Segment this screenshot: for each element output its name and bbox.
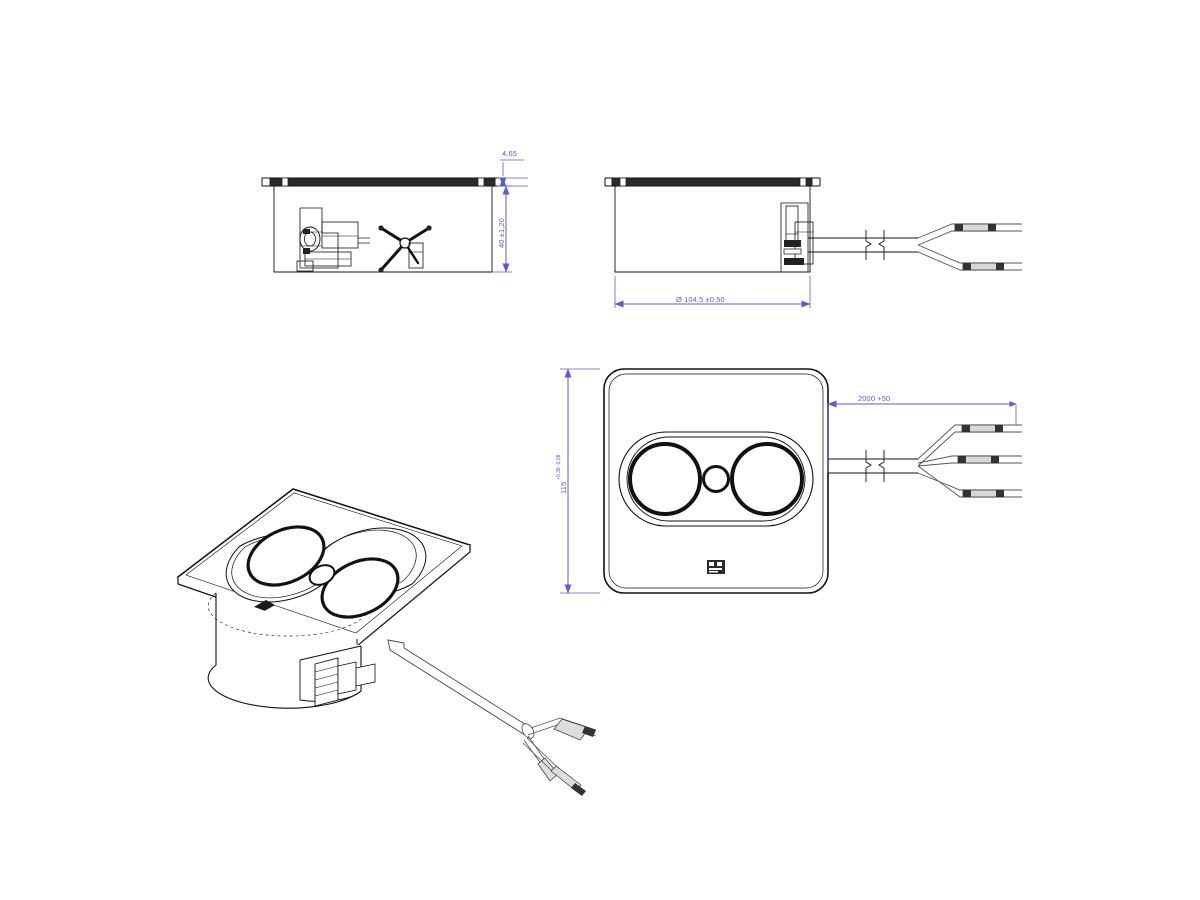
dim-plate-width-label: 115 (559, 482, 568, 494)
dimension-cable-length: 2000 +50 (827, 394, 1017, 425)
spring-clamp-element (378, 225, 432, 273)
manufacturer-logo-badge (707, 560, 725, 574)
internal-mechanism-right (780, 202, 814, 273)
dimension-body-depth: 40 ±1,20 (492, 185, 512, 273)
section-view-right (604, 177, 821, 273)
dim-cutout-diameter-label: Ø 104,5 ±0,50 (676, 295, 725, 304)
isometric-view (176, 488, 597, 796)
cable-three-wire (827, 404, 1022, 498)
internal-mechanism-left (296, 207, 370, 272)
dim-body-depth-label: 40 ±1,20 (497, 218, 506, 248)
dimension-plate-thickness: 4,65 (497, 149, 528, 187)
iso-faceplate (176, 488, 472, 647)
dim-plate-width-tol-upper: +0,38 (556, 467, 562, 480)
front-view (603, 368, 829, 594)
iso-body (207, 592, 376, 709)
iso-cable (387, 639, 597, 796)
cable-break-symbol-front (865, 450, 885, 482)
dimension-cutout-diameter: Ø 104,5 ±0,50 (614, 276, 811, 308)
dim-plate-thickness-label: 4,65 (502, 149, 517, 158)
section-view-left (261, 177, 504, 273)
iso-connector-block (314, 657, 376, 707)
cable-break-symbol (865, 230, 885, 260)
cable-two-wire (808, 223, 1022, 271)
dim-plate-width-tol-lower: -0,08 (556, 454, 562, 466)
port-assembly (618, 431, 814, 527)
dimension-plate-width: 115 +0,38 -0,08 (556, 368, 600, 594)
iso-port-assembly (225, 525, 427, 619)
dim-cable-length-label: 2000 +50 (858, 394, 890, 403)
